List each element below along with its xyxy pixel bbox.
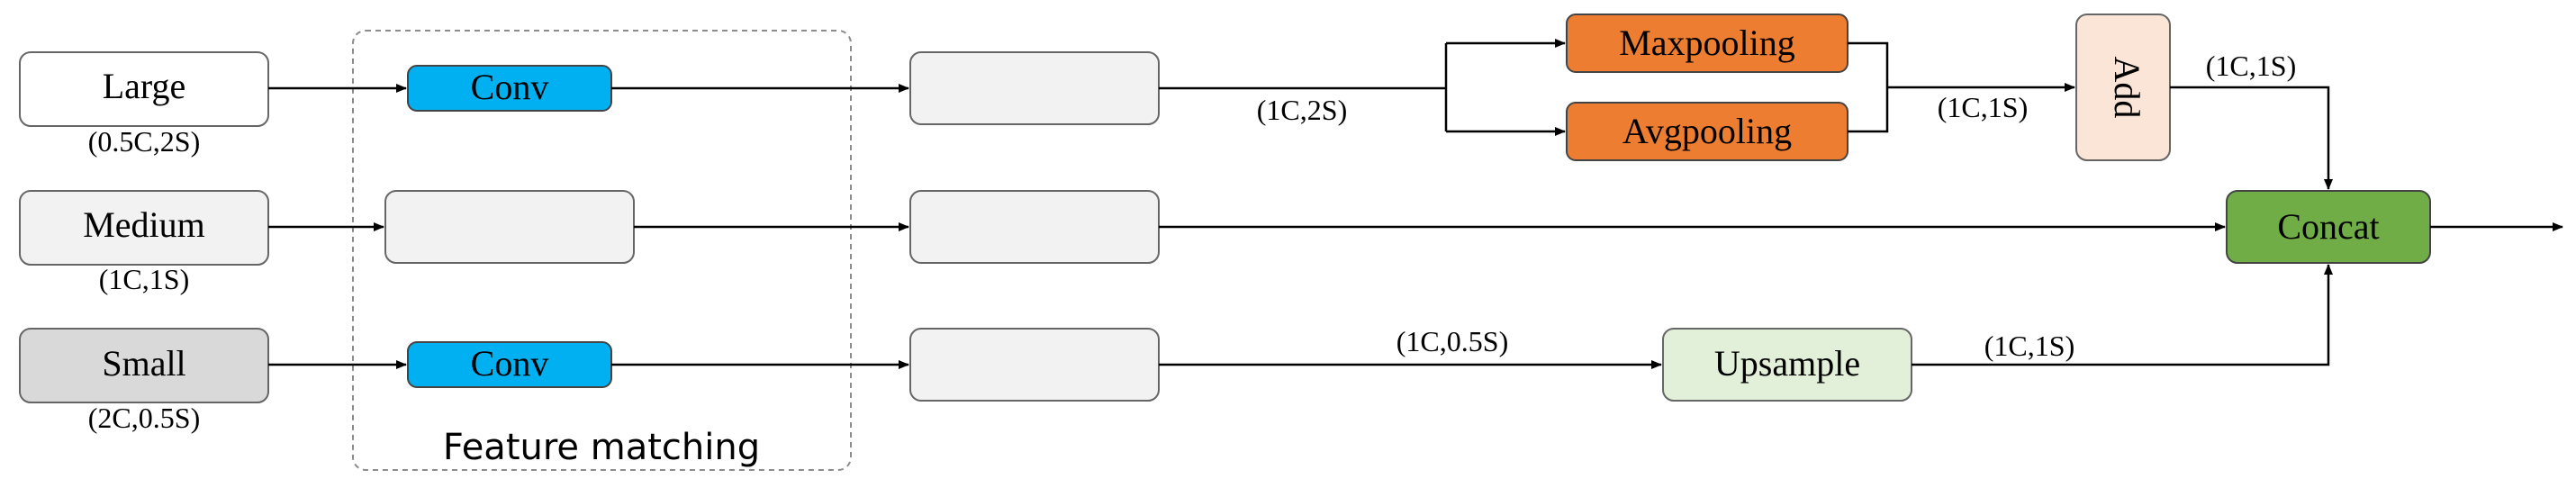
small-input-dims: (2C,0.5S) xyxy=(88,402,200,434)
arrow-add-to-concat xyxy=(2170,86,2333,190)
small-input-label: Small xyxy=(102,343,185,384)
gray-block-middle xyxy=(909,190,1160,264)
medium-input-dims: (1C,1S) xyxy=(99,263,189,295)
medium-match-block xyxy=(384,190,635,264)
edge-label-add-to-concat: (1C,1S) xyxy=(2206,50,2296,82)
avgpooling-label: Avgpooling xyxy=(1622,111,1792,151)
feature-matching-label: Feature matching xyxy=(443,427,760,468)
gray-block-bottom xyxy=(909,328,1160,402)
arrow-upsample-to-concat xyxy=(1912,264,2333,366)
upsample-label: Upsample xyxy=(1714,343,1860,384)
conv-block-top-label: Conv xyxy=(471,67,549,107)
edge-label-pool-to-add: (1C,1S) xyxy=(1938,91,2028,123)
edge-label-upsample-to-concat: (1C,1S) xyxy=(1984,330,2074,362)
edge-label-top-after-block: (1C,2S) xyxy=(1257,94,1347,126)
feature-matching-region xyxy=(352,30,852,471)
maxpooling-label: Maxpooling xyxy=(1619,23,1795,63)
line-maxpool-merge xyxy=(1848,41,1889,133)
gray-block-top xyxy=(909,51,1160,125)
conv-block-bottom-label: Conv xyxy=(471,343,549,384)
concat-label: Concat xyxy=(2277,206,2379,247)
medium-input-label: Medium xyxy=(83,204,205,245)
edge-label-bottom-after-block: (1C,0.5S) xyxy=(1396,325,1508,357)
large-input-label: Large xyxy=(103,66,186,106)
add-label: Add xyxy=(2107,57,2147,119)
large-input-dims: (0.5C,2S) xyxy=(88,125,200,158)
